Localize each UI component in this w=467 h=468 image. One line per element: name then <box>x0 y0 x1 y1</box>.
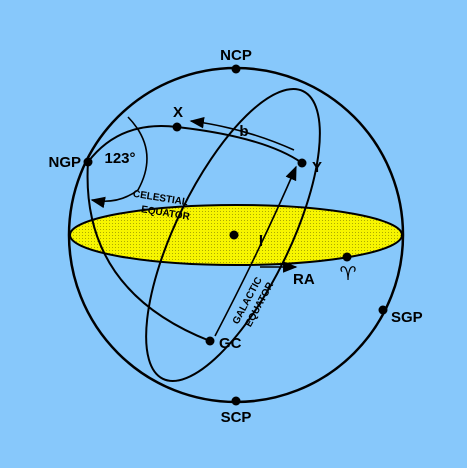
celestial-equator-label-line1: CELESTIAL <box>132 189 189 209</box>
angle-label: 123° <box>104 150 135 167</box>
ngp-point <box>83 157 93 167</box>
vernal-equinox-point <box>342 252 352 262</box>
arc-b-arrow <box>189 116 295 151</box>
arc-l-arrow <box>214 165 297 337</box>
center-point <box>229 230 239 240</box>
y-point <box>297 158 307 168</box>
scp-label: SCP <box>221 409 252 426</box>
y-label: Y <box>312 159 322 176</box>
sgp-point <box>378 305 388 315</box>
ngp-label: NGP <box>48 154 81 171</box>
ncp-point <box>231 64 241 74</box>
vernal-equinox-symbol: ♈ <box>339 264 356 285</box>
gc-point <box>205 336 215 346</box>
l-label: l <box>259 233 263 250</box>
galactic-equator-circle <box>145 88 321 382</box>
great-circle-ngp-to-gc <box>86 161 211 342</box>
sgp-label: SGP <box>391 309 423 326</box>
gc-label: GC <box>219 335 242 352</box>
angle-arc-123 <box>90 116 148 209</box>
scp-point <box>231 396 241 406</box>
b-label: b <box>239 123 248 140</box>
ra-label: RA <box>293 271 315 288</box>
x-label: X <box>173 104 183 121</box>
ncp-label: NCP <box>220 47 252 64</box>
x-point <box>172 122 182 132</box>
